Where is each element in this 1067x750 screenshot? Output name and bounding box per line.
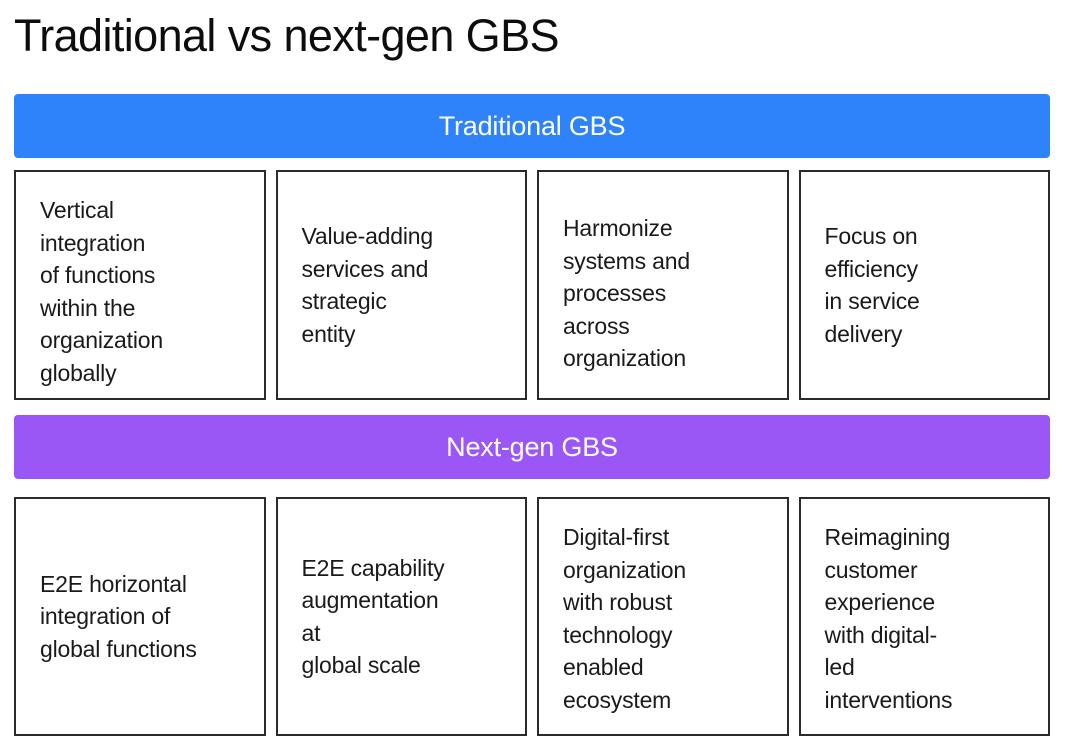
card-nextgen-1[interactable]: E2E horizontal integration of global fun… — [14, 497, 266, 736]
card-nextgen-3[interactable]: Digital-first organization with robust t… — [537, 497, 789, 736]
card-traditional-3[interactable]: Harmonize systems and processes across o… — [537, 170, 789, 400]
card-nextgen-2[interactable]: E2E capability augmentation at global sc… — [275, 497, 527, 736]
card-nextgen-4-text: Reimagining customer experience with dig… — [824, 524, 953, 713]
card-traditional-2-text: Value-adding services and strategic enti… — [301, 223, 434, 347]
card-nextgen-4[interactable]: Reimagining customer experience with dig… — [798, 497, 1050, 736]
card-traditional-1[interactable]: Vertical integration of functions within… — [14, 170, 266, 400]
section-banner-traditional: Traditional GBS — [14, 94, 1050, 158]
card-traditional-3-text: Harmonize systems and processes across o… — [563, 215, 690, 371]
card-nextgen-1-text: E2E horizontal integration of global fun… — [40, 570, 197, 662]
card-traditional-2[interactable]: Value-adding services and strategic enti… — [275, 170, 527, 400]
page-title: Traditional vs next-gen GBS — [14, 10, 560, 61]
card-traditional-1-text: Vertical integration of functions within… — [40, 197, 163, 386]
section-banner-nextgen-label: Next-gen GBS — [446, 432, 618, 462]
section-banner-nextgen: Next-gen GBS — [14, 415, 1050, 479]
nextgen-card-row: E2E horizontal integration of global fun… — [14, 497, 1050, 736]
card-nextgen-3-text: Digital-first organization with robust t… — [563, 524, 686, 713]
card-traditional-4[interactable]: Focus on efficiency in service delivery — [798, 170, 1050, 400]
traditional-card-row: Vertical integration of functions within… — [14, 170, 1050, 400]
card-traditional-4-text: Focus on efficiency in service delivery — [824, 223, 920, 347]
card-nextgen-2-text: E2E capability augmentation at global sc… — [301, 554, 445, 679]
section-banner-traditional-label: Traditional GBS — [438, 111, 626, 141]
